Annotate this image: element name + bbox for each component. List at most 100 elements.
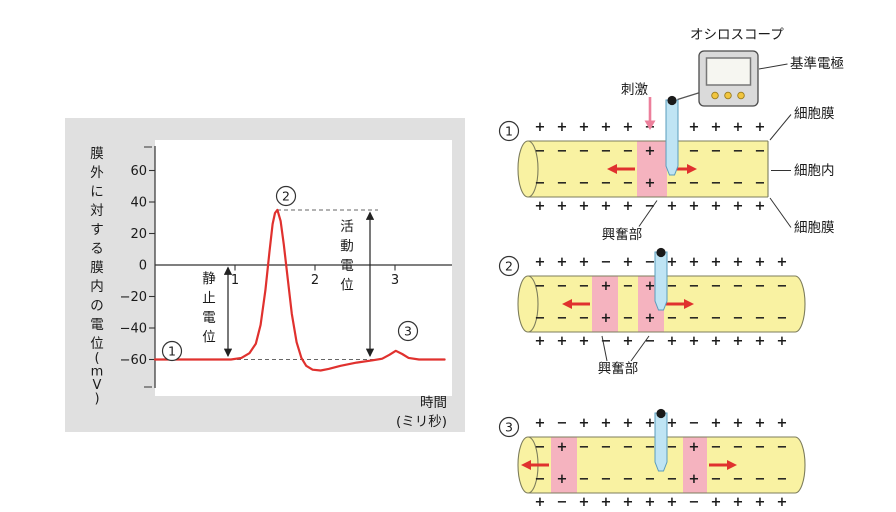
charge-symbol: −: [557, 279, 568, 294]
charge-symbol: +: [755, 120, 766, 135]
charge-symbol: −: [755, 472, 766, 487]
charge-symbol: +: [601, 416, 612, 431]
charge-symbol: +: [733, 120, 744, 135]
excited-region-leader: [630, 335, 650, 362]
charge-symbol: +: [579, 334, 590, 349]
y-tick-label: 0: [139, 259, 147, 274]
excited-region-band: [551, 437, 577, 493]
charge-symbol: +: [777, 334, 788, 349]
recording-electrode: [665, 99, 679, 176]
charge-symbol: −: [535, 144, 546, 159]
charge-symbol: −: [667, 440, 678, 455]
charge-symbol: −: [689, 416, 700, 431]
charge-symbol: +: [755, 255, 766, 270]
excited-region-leader: [638, 200, 658, 227]
charge-symbol: −: [645, 440, 656, 455]
charge-symbol: +: [557, 472, 568, 487]
x-axis-unit: (ミリ秒): [396, 414, 447, 430]
charge-symbol: +: [667, 199, 678, 214]
charge-symbol: −: [667, 472, 678, 487]
charge-symbol: −: [733, 279, 744, 294]
charge-symbol: −: [755, 176, 766, 191]
oscilloscope-knob: [737, 91, 745, 100]
x-tick-label: 2: [311, 273, 319, 288]
charge-symbol: +: [689, 255, 700, 270]
charge-symbol: +: [711, 199, 722, 214]
excited-region-label: 興奮部: [598, 361, 639, 377]
charge-symbol: −: [579, 279, 590, 294]
charge-symbol: −: [535, 279, 546, 294]
propagation-arrow: [709, 460, 737, 470]
charge-symbol: +: [535, 495, 546, 510]
charge-symbol: −: [579, 472, 590, 487]
charge-symbol: +: [667, 495, 678, 510]
graph-marker-1: 1: [161, 340, 183, 362]
charge-symbol: −: [601, 144, 612, 159]
oscilloscope: [698, 50, 759, 107]
charge-symbol: −: [623, 176, 634, 191]
charge-symbol: −: [601, 472, 612, 487]
excited-region-band: [683, 437, 707, 493]
charge-symbol: +: [667, 255, 678, 270]
action-potential-curve: [153, 208, 446, 372]
charge-symbol: +: [557, 440, 568, 455]
charge-symbol: +: [579, 416, 590, 431]
resting-potential-label: 静止電位: [202, 271, 216, 346]
charge-symbol: +: [711, 334, 722, 349]
charge-symbol: +: [645, 279, 656, 294]
diagram-marker-1: 1: [498, 120, 520, 142]
charge-symbol: −: [579, 311, 590, 326]
charge-symbol: +: [645, 311, 656, 326]
charge-symbol: −: [689, 144, 700, 159]
excited-region-band: [592, 276, 618, 332]
charge-symbol: −: [667, 176, 678, 191]
charge-symbol: −: [623, 311, 634, 326]
charge-symbol: +: [733, 255, 744, 270]
charge-symbol: −: [711, 279, 722, 294]
charge-symbol: −: [667, 311, 678, 326]
charge-symbol: −: [623, 279, 634, 294]
charge-symbol: +: [777, 255, 788, 270]
charge-symbol: −: [667, 279, 678, 294]
charge-symbol: +: [579, 255, 590, 270]
charge-symbol: +: [601, 199, 612, 214]
charge-symbol: −: [711, 472, 722, 487]
x-axis-ticks: [234, 265, 396, 271]
charge-symbol: +: [601, 495, 612, 510]
electrode-tip-dot: [656, 247, 666, 258]
charge-symbol: −: [777, 472, 788, 487]
oscilloscope-knob: [724, 91, 732, 100]
charge-symbol: −: [689, 311, 700, 326]
charge-symbol: +: [623, 334, 634, 349]
charge-symbol: −: [579, 144, 590, 159]
charge-symbol: −: [535, 311, 546, 326]
charge-symbol: −: [711, 311, 722, 326]
axon-right-cap: [794, 436, 806, 494]
reference-electrode-leader: [758, 63, 788, 70]
charge-symbol: +: [601, 279, 612, 294]
charge-symbol: −: [557, 416, 568, 431]
charge-symbol: +: [733, 334, 744, 349]
charge-symbol: −: [535, 440, 546, 455]
charge-symbol: −: [755, 440, 766, 455]
marker-number: 1: [168, 344, 176, 359]
charge-symbol: −: [733, 144, 744, 159]
charge-symbol: +: [645, 416, 656, 431]
charge-symbol: −: [711, 144, 722, 159]
charge-symbol: −: [623, 472, 634, 487]
charge-symbol: +: [557, 120, 568, 135]
y-tick-label: 20: [130, 227, 147, 242]
charge-symbol: +: [755, 495, 766, 510]
charge-symbol: −: [557, 311, 568, 326]
charge-symbol: +: [689, 334, 700, 349]
charge-symbol: +: [733, 416, 744, 431]
charge-symbol: +: [689, 472, 700, 487]
marker-number: 1: [505, 124, 513, 139]
charge-symbol: +: [733, 199, 744, 214]
electrode-tip-dot: [656, 408, 666, 419]
stimulus-arrow: [644, 97, 656, 130]
charge-symbol: −: [535, 472, 546, 487]
charge-symbol: +: [623, 255, 634, 270]
charge-symbol: −: [711, 440, 722, 455]
